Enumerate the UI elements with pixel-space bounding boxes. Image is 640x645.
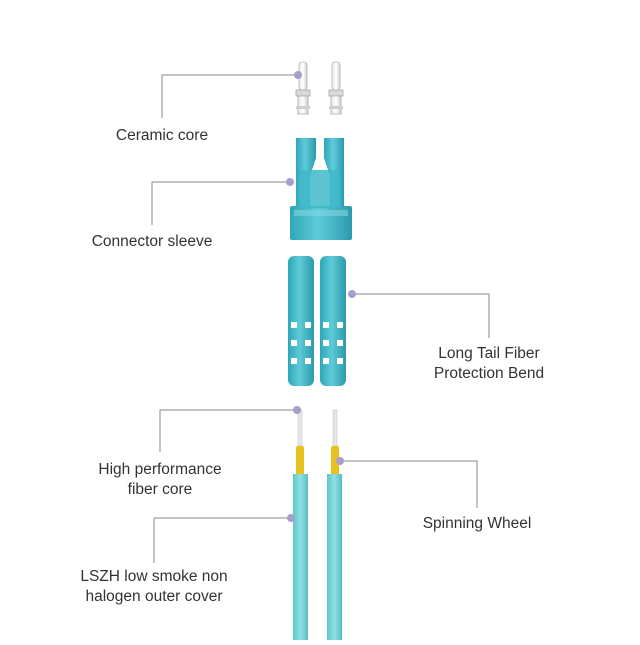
cable-left: [293, 409, 308, 640]
label-long-tail: Long Tail Fiber Protection Bend: [434, 344, 544, 384]
label-long-tail-line1: Long Tail Fiber: [438, 345, 540, 362]
dot-fiber-core: [293, 406, 301, 414]
label-outer-cover-line1: LSZH low smoke non: [80, 568, 228, 585]
label-long-tail-line2: Protection Bend: [433, 365, 545, 382]
dot-connector-sleeve: [286, 178, 294, 186]
leader-spinning-wheel: [340, 460, 478, 508]
label-ceramic-core: Ceramic core: [116, 126, 208, 146]
fiber-cables: [293, 409, 342, 640]
boot-left: [288, 256, 314, 386]
leader-fiber-core: [159, 409, 297, 452]
leader-long-tail: [352, 293, 490, 338]
label-ceramic-core-text: Ceramic core: [115, 127, 209, 144]
label-spinning-wheel-text: Spinning Wheel: [422, 515, 532, 532]
leader-dots: [286, 71, 356, 522]
ferrule-left: [295, 61, 311, 115]
ferrule-right: [328, 61, 344, 115]
label-fiber-core: High performance fiber core: [98, 460, 221, 500]
dot-spinning-wheel: [336, 457, 344, 465]
leader-lines: [151, 74, 490, 563]
dot-long-tail: [348, 290, 356, 298]
leader-connector-sleeve: [151, 181, 290, 225]
connector-sleeve: [290, 138, 352, 240]
label-outer-cover: LSZH low smoke non halogen outer cover: [80, 567, 227, 607]
label-fiber-core-line1: High performance: [98, 461, 222, 478]
label-fiber-core-line2: fiber core: [127, 481, 193, 498]
protection-boots: [288, 256, 346, 386]
dot-ceramic-core: [294, 71, 302, 79]
boot-right: [320, 256, 346, 386]
leader-outer-cover: [153, 517, 291, 563]
leader-ceramic-core: [161, 74, 298, 118]
label-spinning-wheel: Spinning Wheel: [423, 514, 532, 534]
label-outer-cover-line2: halogen outer cover: [85, 588, 223, 605]
dot-outer-cover: [287, 514, 295, 522]
cable-right: [327, 409, 342, 640]
ceramic-ferrules: [295, 61, 344, 115]
label-connector-sleeve: Connector sleeve: [92, 232, 213, 252]
label-connector-sleeve-text: Connector sleeve: [91, 233, 213, 250]
